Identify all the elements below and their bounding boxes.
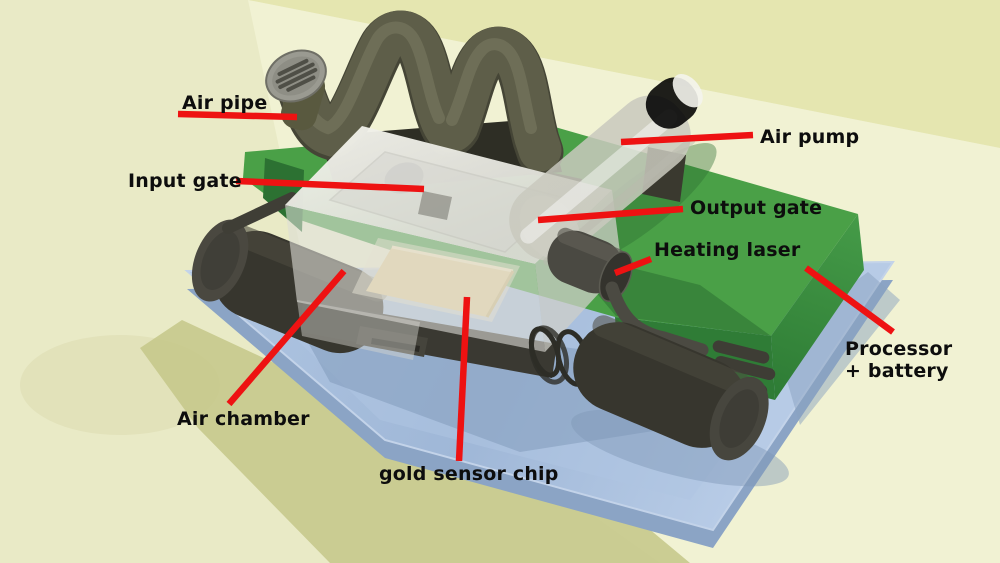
roller-highlight: [592, 315, 753, 396]
chamber-skirt: [297, 300, 420, 360]
annotation-line-output-gate: [537, 205, 684, 224]
grille-slat: [278, 67, 318, 90]
annotation-line-gold-chip: [455, 296, 471, 462]
label-input-gate: Input gate: [128, 170, 242, 192]
grille-slat: [275, 62, 315, 84]
board-right-face: [771, 214, 864, 400]
label-processor-line2: + battery: [845, 360, 949, 382]
label-output-gate: Output gate: [690, 197, 823, 219]
annotation-line-input-gate: [235, 177, 425, 193]
label-air-pump: Air pump: [760, 126, 860, 148]
pipe-grille-cap: [265, 49, 327, 103]
input-gate-port: [418, 191, 452, 220]
annotation-line-air-pipe: [177, 110, 298, 121]
wire-coil: [528, 325, 570, 385]
annotation-line-air-pump: [620, 131, 754, 146]
connector-finger: [712, 340, 770, 364]
roller-shadow-on-plate: [571, 409, 789, 487]
foam-roller-front: [573, 315, 769, 461]
annotation-line-heating-laser: [613, 255, 653, 277]
annotation-lines: [177, 110, 895, 462]
annotation-line-air-chamber: [226, 268, 347, 407]
label-processor-battery: Processor + battery: [845, 338, 952, 382]
grille-slat: [277, 58, 309, 77]
label-air-chamber: Air chamber: [177, 408, 310, 430]
label-processor-line1: Processor: [845, 338, 953, 360]
pipe-highlight: [289, 21, 537, 135]
chamber-front-face: [285, 205, 545, 352]
connector-finger: [714, 355, 776, 381]
pump-nozzle-cap: [672, 73, 703, 108]
support-rod: [222, 192, 298, 234]
chamber-underside: [300, 300, 557, 378]
laser-highlight: [557, 227, 626, 265]
label-air-pipe: Air pipe: [182, 92, 268, 114]
grille-slat: [286, 75, 316, 92]
label-heating-laser: Heating laser: [654, 239, 801, 261]
chamber-bracket-notch: [371, 338, 420, 352]
label-gold-sensor-chip: gold sensor chip: [379, 463, 559, 485]
annotation-line-processor: [804, 265, 895, 335]
